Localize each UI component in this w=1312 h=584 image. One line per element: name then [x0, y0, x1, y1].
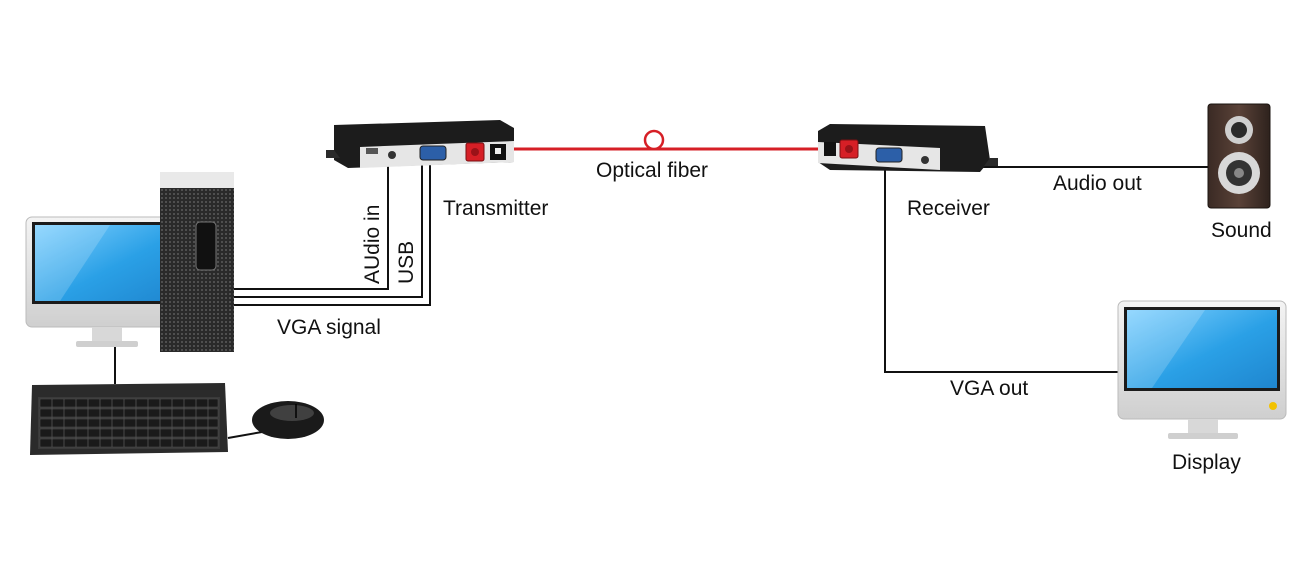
receiver-label: Receiver	[907, 197, 990, 220]
vga-signal-cable	[234, 158, 431, 306]
speaker-icon	[1207, 103, 1271, 209]
vga-signal-label: VGA signal	[277, 316, 381, 339]
display-label: Display	[1172, 451, 1241, 474]
pc-tower-icon	[160, 172, 234, 352]
fiber-loop-icon	[643, 129, 665, 151]
audio-in-label: AUdio in	[361, 204, 384, 284]
vga-out-label: VGA out	[950, 377, 1029, 400]
mouse-icon	[252, 401, 324, 439]
optical-fiber-line	[478, 129, 852, 151]
sound-label: Sound	[1211, 219, 1272, 242]
pc-monitor-icon	[25, 216, 189, 347]
display-monitor-icon	[1117, 300, 1287, 439]
optical-fiber-label: Optical fiber	[596, 159, 709, 182]
receiver-vga-out-cable	[884, 162, 1120, 373]
keyboard-icon	[30, 347, 263, 455]
transmitter-label: Transmitter	[443, 197, 549, 220]
audio-out-label: Audio out	[1053, 172, 1142, 195]
receiver-device	[818, 124, 998, 172]
transmitter-device	[326, 120, 514, 168]
usb-label: USB	[395, 240, 418, 284]
